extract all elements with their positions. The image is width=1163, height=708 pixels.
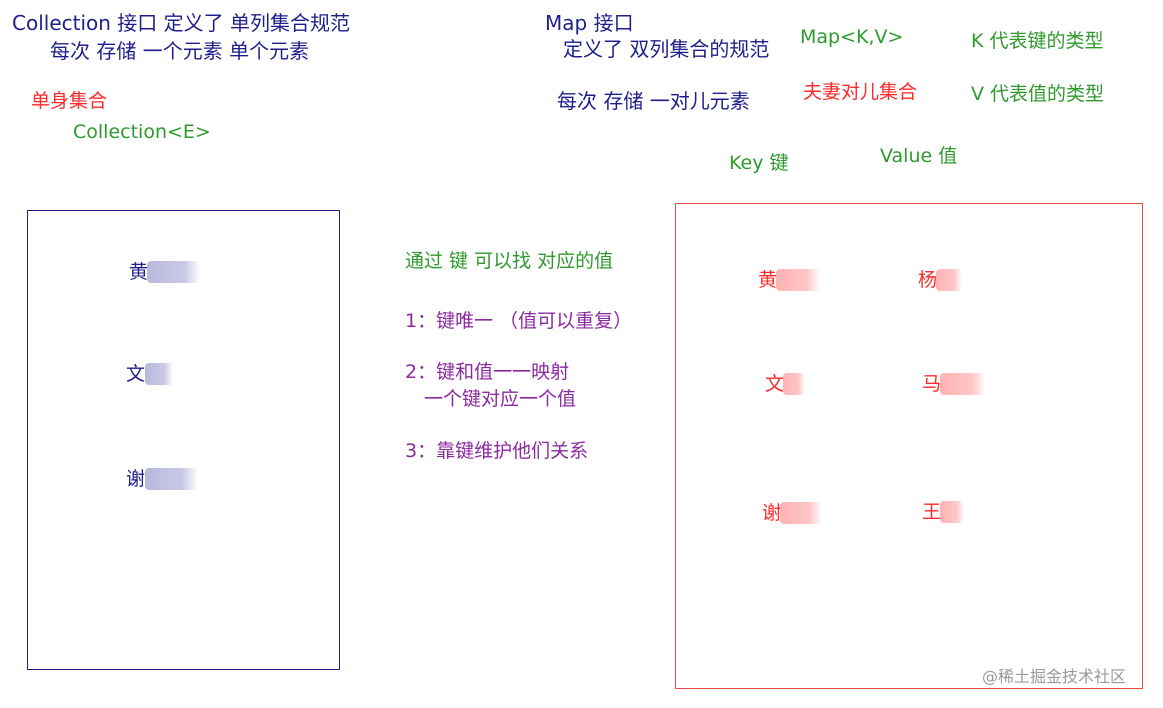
rule-one-key-one-value: 一个键对应一个值 [424, 388, 577, 410]
map-generic-label: Map<K,V> [800, 26, 904, 48]
map-key: 黄 [758, 269, 778, 291]
redacted-name-mask [783, 373, 805, 395]
collection-item: 黄 [129, 261, 149, 283]
map-value: 王 [922, 501, 942, 523]
watermark-text: @稀土掘金技术社区 [982, 667, 1127, 686]
redacted-name-mask [145, 468, 198, 490]
map-key: 文 [765, 373, 785, 395]
map-box [675, 203, 1143, 689]
collection-interface-title: Collection 接口 定义了 单列集合规范 [12, 11, 350, 35]
key-column-label: Key 键 [729, 152, 789, 174]
redacted-name-mask [936, 269, 962, 291]
value-type-label: V 代表值的类型 [971, 83, 1105, 105]
redacted-name-mask [776, 269, 820, 291]
map-value: 马 [922, 373, 942, 395]
map-interface-title: Map 接口 [545, 11, 634, 35]
collection-box [27, 210, 340, 670]
key-type-label: K 代表键的类型 [971, 30, 1104, 52]
redacted-name-mask [147, 261, 201, 283]
collection-generic-label: Collection<E> [73, 121, 211, 143]
redacted-name-mask [940, 501, 964, 523]
collection-item: 谢 [126, 468, 146, 490]
map-key: 谢 [762, 502, 782, 524]
map-defines-description: 定义了 双列集合的规范 [563, 37, 770, 61]
collection-store-description: 每次 存储 一个元素 单个元素 [50, 39, 310, 63]
map-value: 杨 [918, 269, 938, 291]
redacted-name-mask [940, 373, 986, 395]
single-collection-label: 单身集合 [31, 90, 108, 112]
collection-item: 文 [126, 363, 146, 385]
map-store-description: 每次 存储 一对儿元素 [557, 89, 750, 113]
rule-one-to-one-mapping: 2：键和值一一映射 [405, 361, 570, 383]
redacted-name-mask [145, 363, 173, 385]
rule-unique-key: 1：键唯一 （值可以重复） [405, 310, 633, 332]
couple-collection-label: 夫妻对儿集合 [803, 81, 918, 103]
value-column-label: Value 值 [880, 145, 958, 167]
find-by-key-note: 通过 键 可以找 对应的值 [405, 250, 614, 272]
rule-key-maintains-relation: 3：靠键维护他们关系 [405, 440, 589, 462]
redacted-name-mask [780, 502, 822, 524]
